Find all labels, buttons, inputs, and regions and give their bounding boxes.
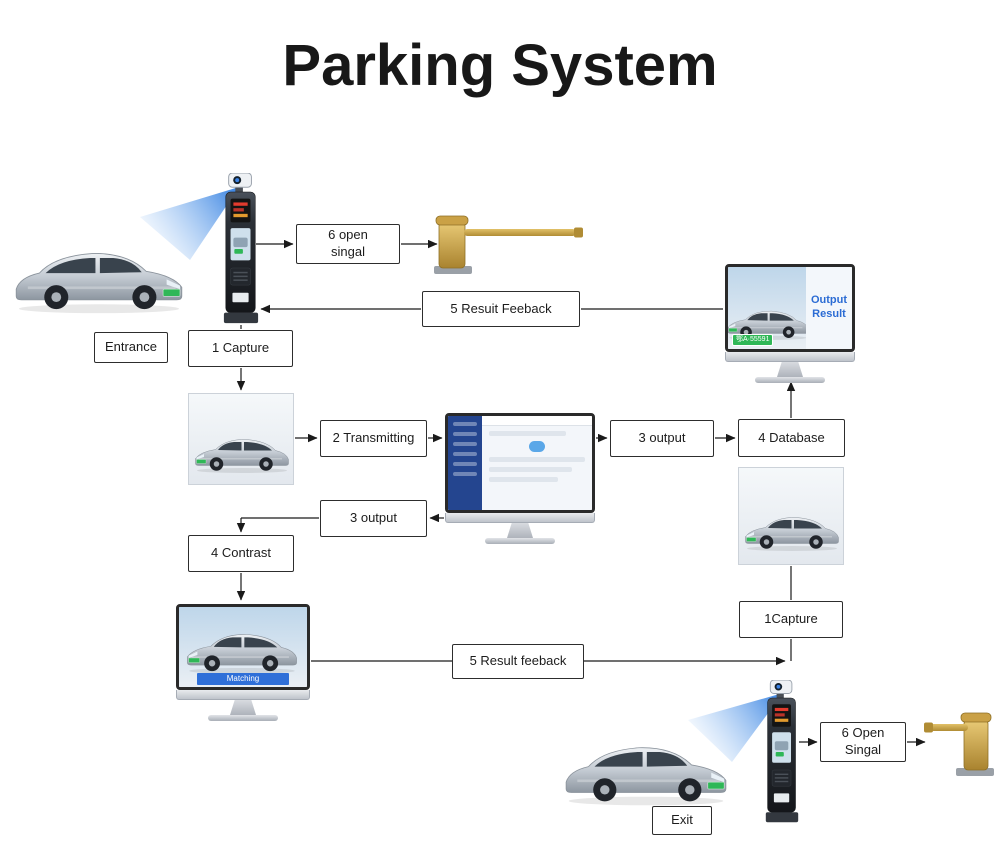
step-output-left: 3 output (320, 500, 427, 537)
page-title: Parking System (282, 33, 718, 98)
matching-monitor: Matching (176, 604, 310, 721)
entrance-label: Entrance (94, 332, 168, 363)
step-open-signal-entrance: 6 open singal (296, 224, 400, 264)
entrance-barrier-gate (434, 214, 584, 276)
monitor-chin (176, 690, 310, 700)
step-capture-exit: 1Capture (739, 601, 843, 638)
monitor-chin (445, 513, 595, 523)
step-result-feedback-entrance: 5 Resuit Feeback (422, 291, 580, 327)
car-image (742, 506, 842, 552)
cloud-icon (529, 441, 545, 452)
step-output-center: 3 output (610, 420, 714, 457)
entrance-lpr-kiosk (222, 173, 260, 325)
monitor-base (485, 538, 555, 544)
exit-label: Exit (652, 806, 712, 835)
exit-car (560, 728, 732, 807)
dashboard-sidebar (448, 416, 482, 510)
captured-car-photo-entrance (188, 393, 294, 485)
exit-camera-beam (688, 693, 783, 762)
step-capture-entrance: 1 Capture (188, 330, 293, 367)
license-plate-badge: 鄂A·55591 (732, 334, 774, 346)
monitor-screen: 鄂A·55591 Output Result (725, 264, 855, 352)
exit-lpr-kiosk (764, 680, 800, 824)
management-pc-monitor (445, 413, 595, 544)
dashboard-toolbar (482, 416, 592, 426)
monitor-stand (230, 700, 256, 715)
captured-car-photo-exit (738, 467, 844, 565)
monitor-stand (777, 362, 803, 377)
step-open-signal-exit: 6 Open Singal (820, 722, 906, 762)
matching-label: Matching (196, 673, 290, 685)
monitor-screen: Matching (176, 604, 310, 690)
car-image (192, 428, 292, 474)
entrance-car (10, 233, 188, 315)
dashboard-content (482, 426, 592, 510)
step-database: 4 Database (738, 419, 845, 457)
monitor-base (208, 715, 278, 721)
matching-car-photo: Matching (179, 607, 307, 687)
monitor-base (755, 377, 825, 383)
monitor-screen (445, 413, 595, 513)
recognized-car-photo: 鄂A·55591 (728, 267, 806, 349)
step-transmitting: 2 Transmitting (320, 420, 427, 457)
car-image (183, 621, 301, 675)
exit-barrier-gate (922, 708, 996, 778)
step-contrast: 4 Contrast (188, 535, 294, 572)
monitor-stand (507, 523, 533, 538)
output-result-monitor: 鄂A·55591 Output Result (725, 264, 855, 383)
monitor-chin (725, 352, 855, 362)
entrance-camera-beam (140, 187, 239, 260)
step-result-feedback-exit: 5 Result feeback (452, 644, 584, 679)
camera-beams (140, 187, 783, 762)
output-result-text: Output Result (806, 267, 852, 349)
